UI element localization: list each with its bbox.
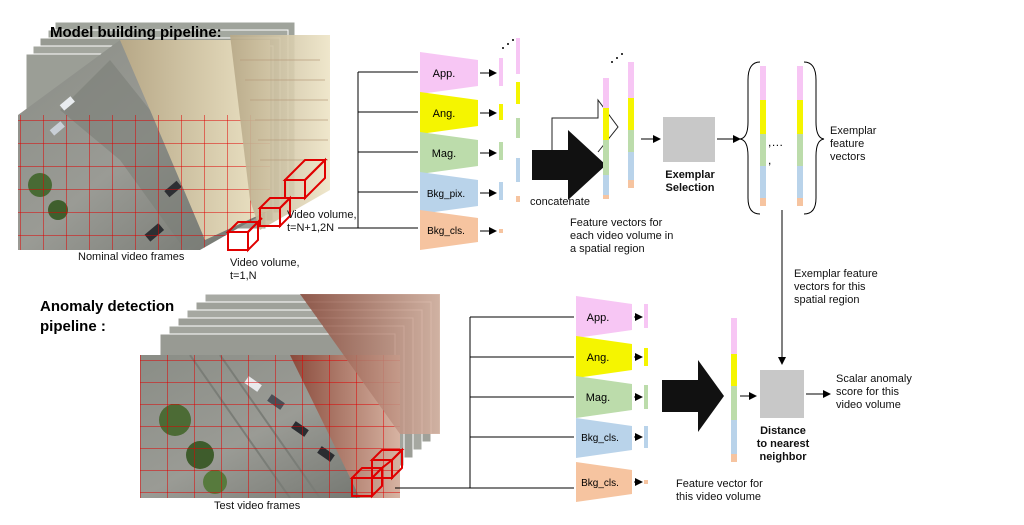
nominal-video-frames [18,21,330,250]
test-extractor-background-class-a-label: Bkg_cls. [581,433,619,444]
extractor-output-arrows-bottom [634,313,643,486]
region-exemplars-caption: Exemplar feature vectors for this spatia… [794,268,878,307]
extractor-background-class: Bkg_cls. [420,210,478,250]
anomaly-pipeline-heading-line1: Anomaly detection [40,298,175,315]
extractor-appearance-label: App. [433,68,456,80]
test-extractor-background-class-a: Bkg_cls. [576,418,632,458]
exemplar-vectors-line3: vectors [830,151,866,163]
set-separator-lower: , [768,153,771,167]
test-extractor-appearance-label: App. [587,312,610,324]
video-volume-b-caption: Video volume, t=1,N [230,257,300,283]
combine-arrow [662,360,724,432]
exemplar-vectors-line2: feature [830,138,865,150]
scalar-score-line3: video volume [836,399,901,411]
feature-vectors-caption: Feature vectors for each video volume in… [570,217,673,256]
exemplar-selection-label: Exemplar Selection [655,169,725,195]
test-feature-caption: Feature vector for this video volume [676,478,763,504]
scalar-score-caption: Scalar anomaly score for this video volu… [836,373,912,412]
scalar-score-line2: score for this [836,386,899,398]
distance-line2: to nearest [756,438,810,450]
test-extractor-background-class-b: Bkg_cls. [576,462,632,502]
test-video-frames [140,293,441,498]
feature-vectors-line2: each video volume in [570,230,674,242]
extractor-magnitude: Mag. [420,132,478,174]
scalar-score-line1: Scalar anomaly [836,373,912,385]
feature-routing-lines-top [338,71,418,229]
exemplar-vectors-line1: Exemplar [830,125,877,137]
test-extractor-angle-label: Ang. [587,352,610,364]
right-brace [803,61,825,215]
exemplar-vectors-caption: Exemplar feature vectors [830,125,876,164]
concatenate-arrow [532,98,619,200]
test-extractor-angle: Ang. [576,336,632,378]
test-feature-line2: this video volume [676,491,761,503]
exemplar-selection-box [663,117,715,162]
test-extractor-magnitude: Mag. [576,376,632,418]
left-brace [739,61,761,215]
region-exemplars-line2: vectors for this [794,281,866,293]
video-volume-a-caption: Video volume, t=N+1,2N [287,209,357,235]
video-volume-b-line1: Video volume, [230,257,300,269]
extractor-magnitude-label: Mag. [432,148,456,160]
anomaly-pipeline-heading-line2: pipeline : [40,318,106,335]
video-volume-b-line2: t=1,N [230,270,257,282]
per-extractor-features-bottom [644,304,648,484]
video-volume-cuboids-top [225,157,328,253]
video-volume-a-line1: Video volume, [287,209,357,221]
set-separator-upper: ,… [768,135,783,149]
distance-line3: neighbor [759,451,807,463]
test-feature-vector [731,318,737,462]
extractor-angle: Ang. [420,92,478,134]
test-frames-caption: Test video frames [214,500,301,512]
video-volume-a-line2: t=N+1,2N [287,222,335,234]
test-feature-line1: Feature vector for [676,478,763,490]
per-extractor-features-top [499,38,520,233]
test-extractor-background-class-b-label: Bkg_cls. [581,478,619,489]
extractor-output-arrows-top [480,69,497,235]
distance-label: Distance to nearest neighbor [752,425,814,464]
region-exemplars-line1: Exemplar feature [794,268,878,280]
test-extractor-magnitude-label: Mag. [586,392,610,404]
extractor-appearance: App. [420,52,478,94]
extractor-background-pixel-label: Bkg_pix. [427,189,465,200]
feature-routing-lines-bottom [395,316,574,489]
extractor-angle-label: Ang. [433,108,456,120]
exemplar-selection-line2: Selection [665,182,715,194]
distance-line1: Distance [760,425,806,437]
video-volume-cuboids-bottom [349,447,405,499]
feature-vectors-line1: Feature vectors for [570,217,663,229]
model-feature-extractors: App. Ang. Mag. Bkg_pix. Bkg_cls. [420,52,478,250]
concatenate-caption: concatenate [530,196,590,208]
test-extractor-appearance: App. [576,296,632,338]
nominal-frames-caption: Nominal video frames [78,251,185,263]
model-pipeline-heading: Model building pipeline: [50,24,222,41]
exemplar-selection-line1: Exemplar [665,169,715,181]
feature-vectors-line3: a spatial region [570,243,645,255]
extractor-background-pixel: Bkg_pix. [420,172,478,214]
concatenated-feature-vectors [603,53,634,199]
exemplar-set: ,… , [739,61,825,215]
distance-box [760,370,804,418]
extractor-background-class-label: Bkg_cls. [427,226,465,237]
region-exemplars-line3: spatial region [794,294,860,306]
anomaly-feature-extractors: App. Ang. Mag. Bkg_cls. Bkg_cls. [576,296,632,502]
